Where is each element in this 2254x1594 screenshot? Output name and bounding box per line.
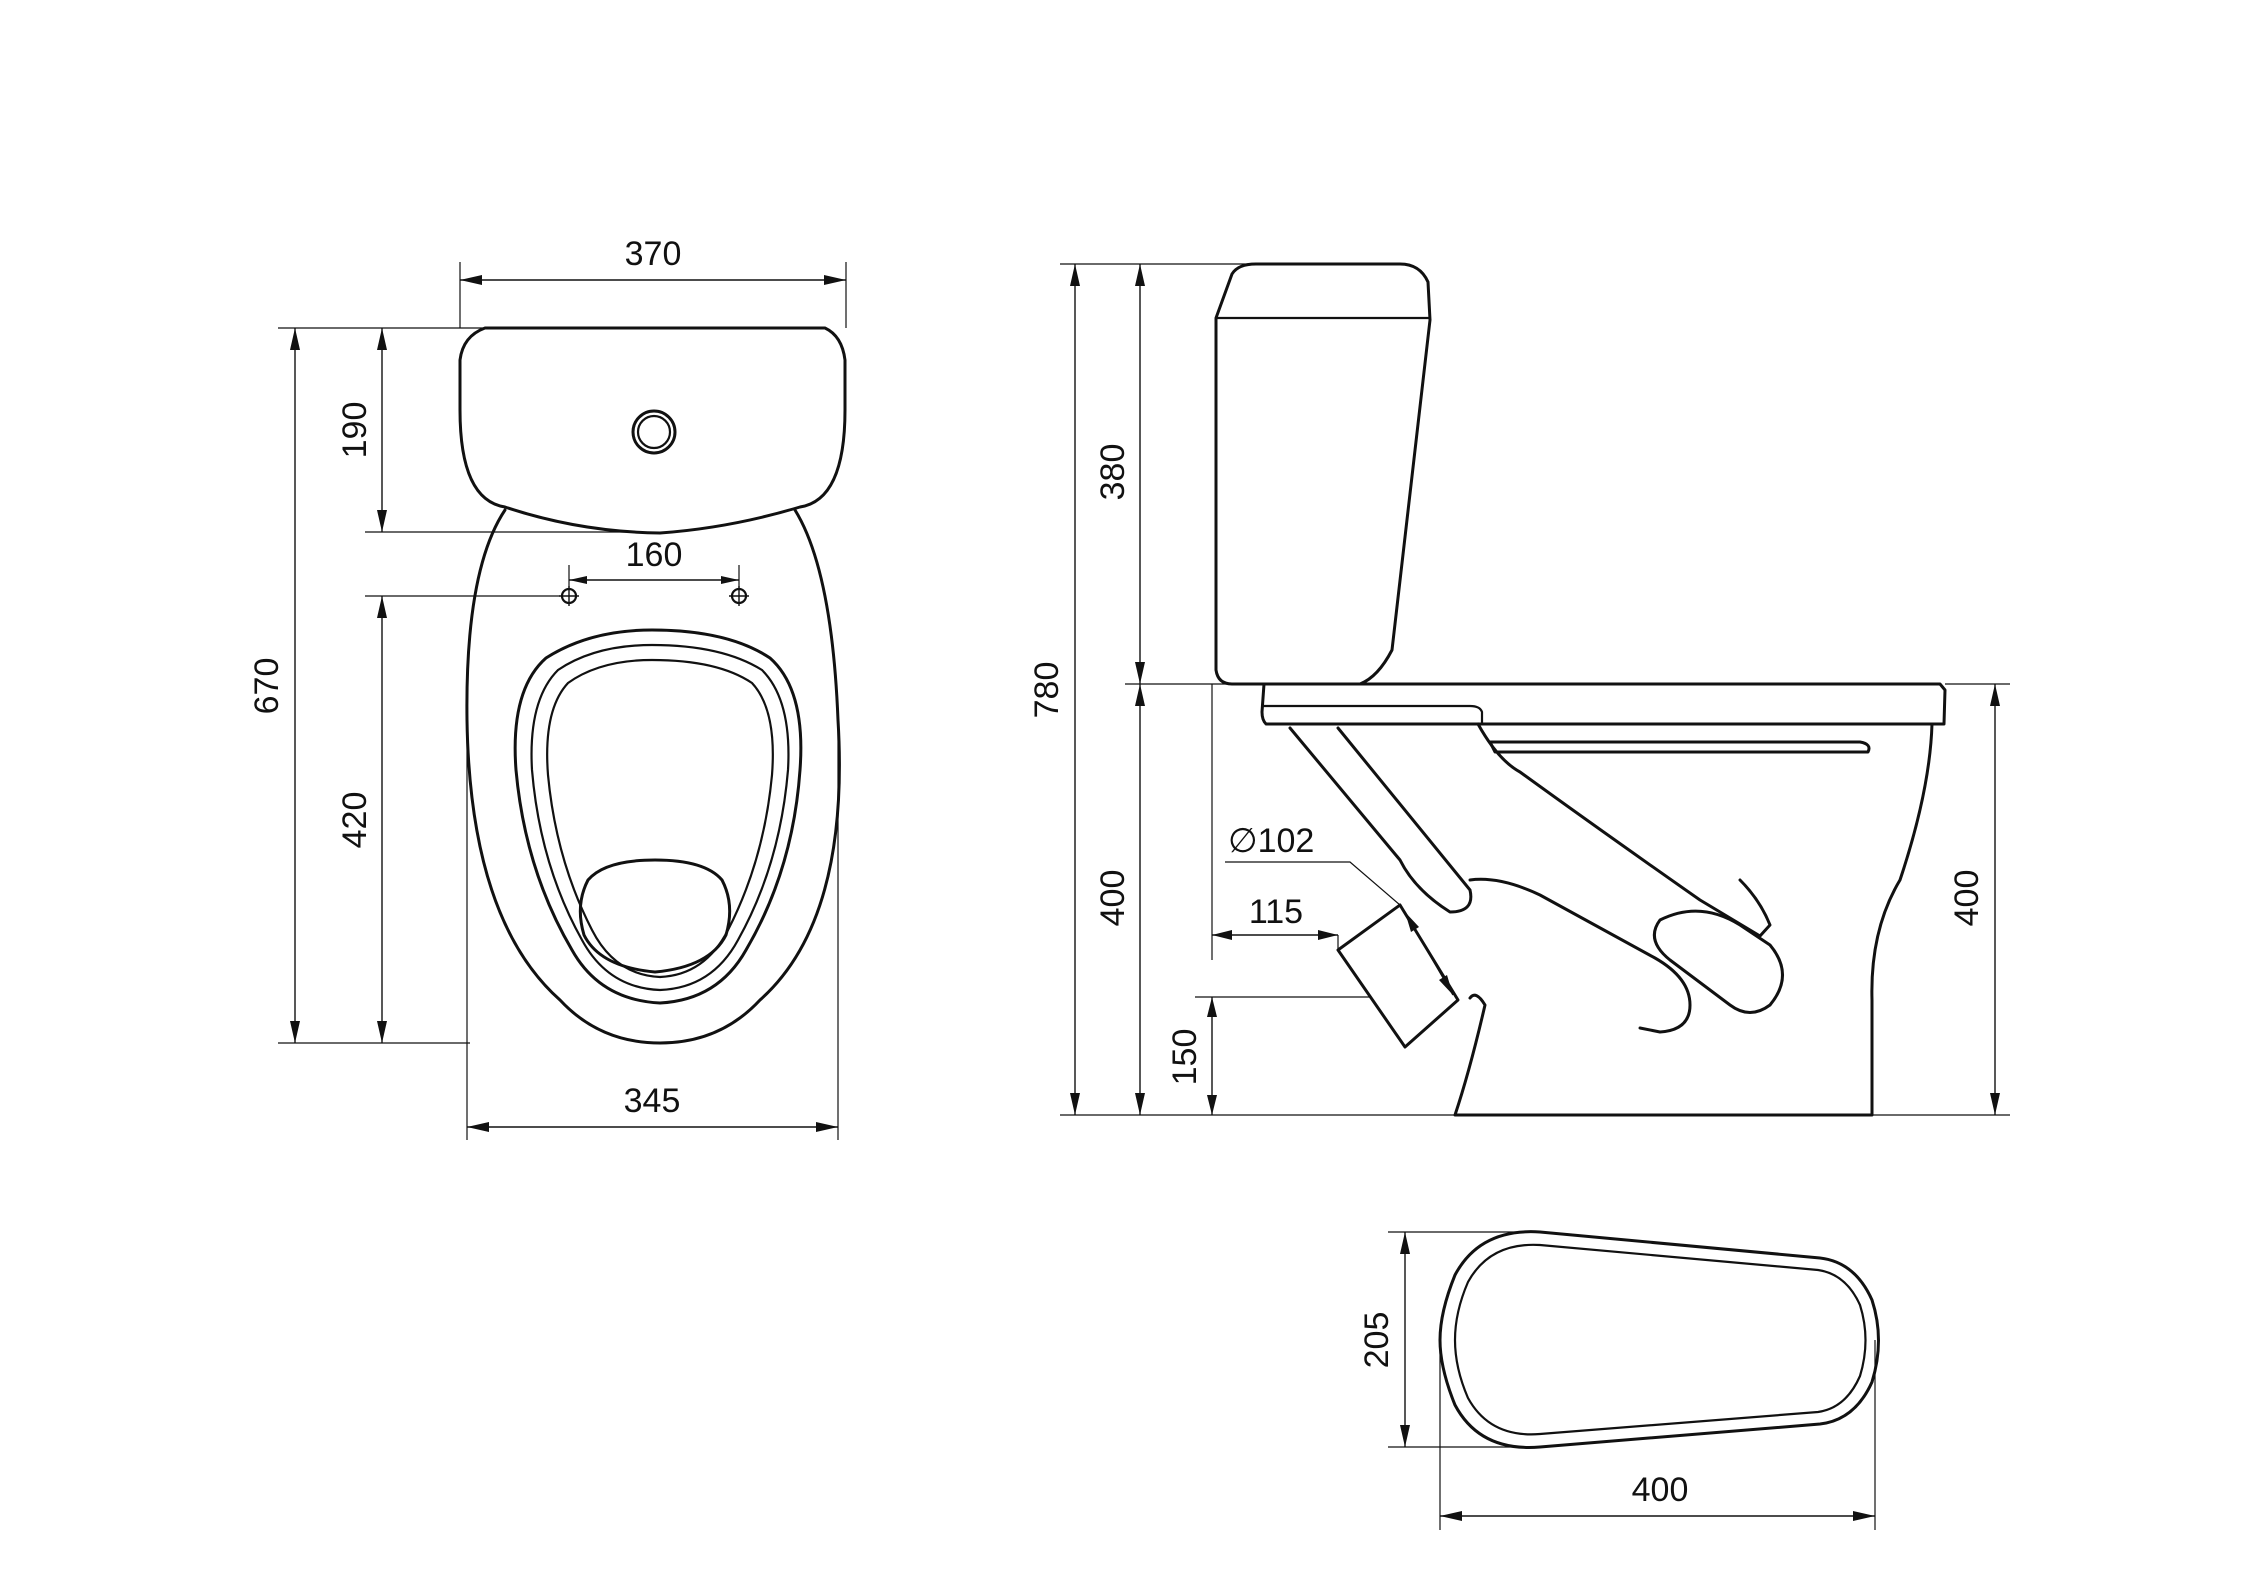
dim-190	[365, 328, 640, 533]
plan-fixing-hole-right	[729, 586, 749, 606]
side-seat-front	[1262, 704, 1484, 724]
label-370: 370	[625, 235, 682, 273]
plan-bowl-rim-inner	[530, 643, 790, 992]
side-trap	[1468, 877, 1692, 1034]
dim-420	[365, 595, 560, 1043]
dim-670	[278, 327, 485, 1044]
dim-150	[1195, 996, 1370, 1115]
label-670: 670	[248, 658, 286, 715]
plan-view: 370 160 345 670 190 420	[248, 235, 847, 1140]
dim-345	[466, 720, 839, 1140]
dim-400-footprint	[1439, 1340, 1876, 1530]
label-diameter-102: ∅102	[1228, 822, 1314, 860]
label-205: 205	[1358, 1312, 1396, 1369]
plan-fixing-hole-left	[559, 586, 579, 606]
label-160: 160	[626, 536, 683, 574]
label-345: 345	[624, 1082, 681, 1120]
plan-bowl-inner	[546, 658, 774, 979]
side-seat-underside	[1488, 740, 1871, 754]
label-420: 420	[336, 792, 374, 849]
dim-400-right	[1872, 683, 2010, 1116]
plan-bowl-outline	[465, 508, 841, 1045]
dim-diameter-102	[1225, 861, 1454, 996]
dim-205	[1388, 1231, 1540, 1448]
footprint-outline-inner	[1453, 1243, 1867, 1436]
label-400-footprint: 400	[1632, 1471, 1689, 1509]
side-bowl-inner	[1476, 722, 1772, 938]
side-trap-swirl	[1652, 909, 1784, 1014]
dim-370	[459, 262, 847, 328]
label-150: 150	[1166, 1029, 1204, 1086]
dim-400-left	[1135, 684, 1145, 1115]
dim-160	[568, 565, 740, 588]
dim-780	[1060, 263, 1455, 1116]
plan-water-surface	[578, 858, 732, 974]
side-seat	[1260, 682, 1947, 726]
label-115: 115	[1249, 893, 1303, 931]
plan-cistern-outline	[458, 326, 847, 535]
plan-cistern-hole	[631, 409, 677, 455]
side-outlet	[1336, 903, 1460, 1049]
footprint-view: 205 400	[1358, 1230, 1880, 1530]
label-780: 780	[1028, 662, 1066, 719]
label-380: 380	[1094, 444, 1132, 501]
side-view: 780 380 400 400 150 115 ∅102	[1028, 262, 2010, 1117]
dim-115	[1211, 684, 1339, 960]
label-190: 190	[336, 402, 374, 459]
side-bowl-body	[1453, 722, 1934, 1117]
side-inlet-pipe	[1288, 726, 1473, 914]
side-cistern-outline	[1214, 262, 1432, 686]
plan-bowl-rim-outer	[513, 628, 803, 1005]
label-400-right: 400	[1948, 870, 1986, 927]
label-400-left: 400	[1094, 870, 1132, 927]
footprint-outline-outer	[1438, 1230, 1880, 1449]
dim-380	[1125, 264, 1230, 685]
